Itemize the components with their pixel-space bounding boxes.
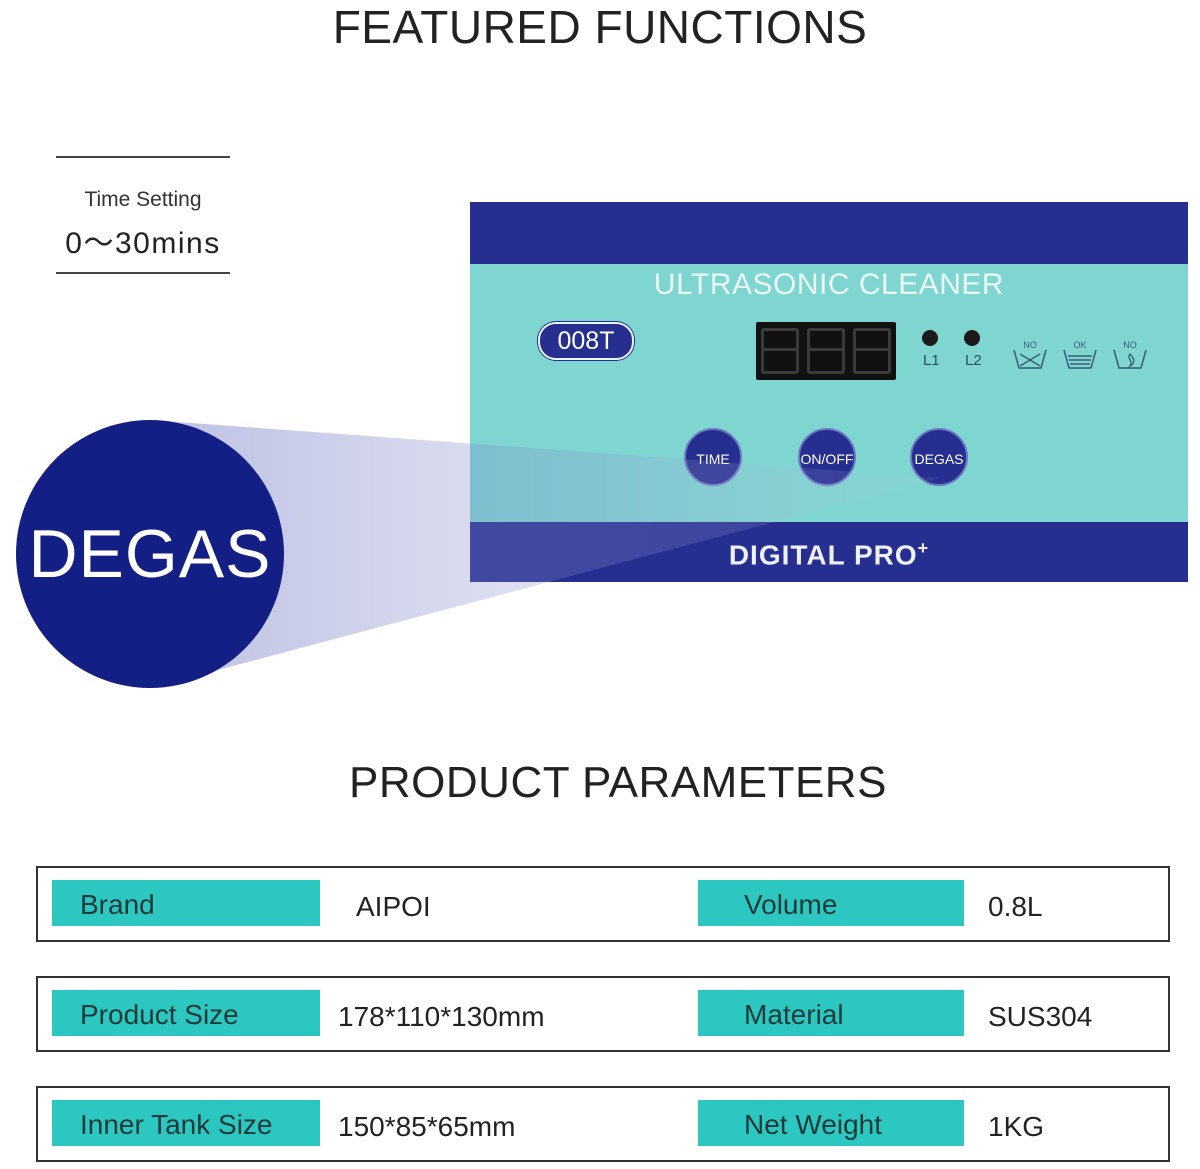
footer-brand-plus: + — [917, 538, 930, 558]
parameter-value: SUS304 — [988, 1001, 1093, 1032]
parameter-key: Material — [698, 990, 964, 1036]
degas-callout-circle: DEGAS — [16, 420, 284, 688]
degas-button[interactable]: DEGAS — [910, 428, 968, 486]
parameter-key: Net Weight — [698, 1100, 964, 1146]
parameter-row: Inner Tank Size 150*85*65mm Net Weight 1… — [36, 1086, 1170, 1162]
control-panel: ULTRASONIC CLEANER 008T L1 L2 NO OK NO T… — [470, 202, 1188, 582]
parameter-value: 178*110*130mm — [338, 1001, 545, 1032]
digital-display — [756, 322, 896, 380]
divider — [56, 156, 230, 158]
parameter-key: Brand — [52, 880, 320, 926]
parameter-key: Inner Tank Size — [52, 1100, 320, 1146]
time-setting-block: Time Setting 0～30mins — [56, 156, 230, 274]
led-indicator-l1 — [922, 330, 938, 346]
parameter-value: 150*85*65mm — [338, 1111, 516, 1142]
footer-brand-text: DIGITAL PRO — [728, 539, 918, 571]
tank-mark-label: OK — [1073, 340, 1087, 350]
panel-footer-brand: DIGITAL PRO+ — [470, 538, 1188, 571]
parameter-value: 0.8L — [988, 891, 1043, 922]
parameter-value: AIPOI — [356, 891, 431, 922]
time-setting-value: 0～30mins — [65, 227, 221, 260]
time-button[interactable]: TIME — [684, 428, 742, 486]
tank-empty-no-icon — [1013, 349, 1047, 369]
panel-top-band — [470, 202, 1188, 264]
parameter-value: 1KG — [988, 1111, 1045, 1142]
parameter-row: Product Size 178*110*130mm Material SUS3… — [36, 976, 1170, 1052]
panel-product-name: ULTRASONIC CLEANER — [653, 268, 1005, 301]
parameter-key: Volume — [698, 880, 964, 926]
parameter-key: Product Size — [52, 990, 320, 1036]
divider — [56, 272, 230, 274]
tank-heat-no-icon — [1113, 349, 1147, 369]
display-digit — [807, 328, 845, 374]
parameter-row: Brand AIPOI Volume 0.8L — [36, 866, 1170, 942]
on-off-button[interactable]: ON/OFF — [798, 428, 856, 486]
led-label-l1: L1 — [923, 352, 940, 369]
led-indicator-l2 — [964, 330, 980, 346]
tank-mark-label: NO — [1123, 340, 1137, 350]
led-label-l2: L2 — [965, 352, 982, 369]
featured-functions-title: FEATURED FUNCTIONS — [332, 1, 868, 53]
product-parameters-title: PRODUCT PARAMETERS — [349, 758, 887, 807]
tank-mark-label: NO — [1023, 340, 1037, 350]
display-digit — [853, 328, 891, 374]
tank-filled-ok-icon — [1063, 349, 1097, 369]
model-badge: 008T — [538, 322, 634, 360]
display-digit — [761, 328, 799, 374]
time-setting-label: Time Setting — [84, 188, 202, 211]
